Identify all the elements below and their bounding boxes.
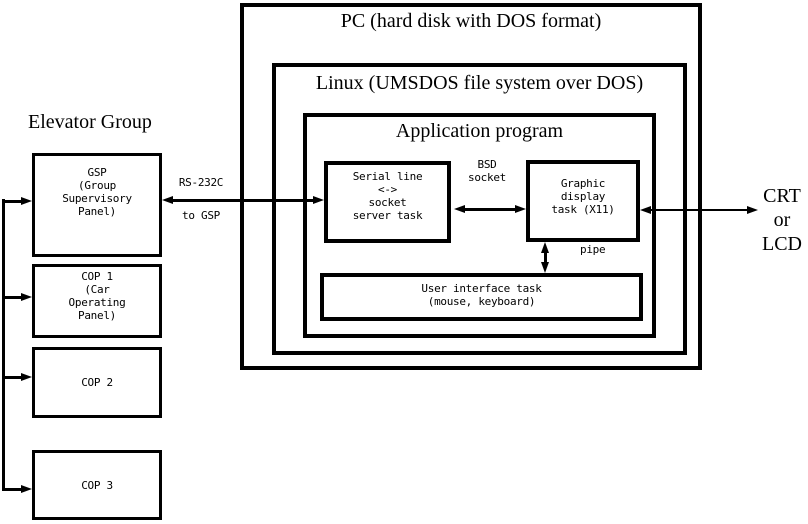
cop1-box: COP 1 (Car Operating Panel): [32, 264, 162, 338]
bus-branch-gsp-arrowhead-icon: [21, 197, 32, 205]
user-interface-task-label: User interface task (mouse, keyboard): [421, 281, 542, 308]
rs232c-label: RS-232C: [178, 176, 224, 189]
bus-branch-cop3-arrowhead-icon: [21, 485, 32, 493]
serial-socket-server-task-box: Serial line <-> socket server task: [324, 161, 451, 243]
bsd-socket-arrowhead-left-icon: [454, 205, 465, 213]
gsp-box: GSP (Group Supervisory Panel): [32, 153, 162, 257]
bus-branch-cop1-arrowhead-icon: [21, 293, 32, 301]
bus-branch-gsp-line: [2, 200, 23, 203]
user-interface-task-box: User interface task (mouse, keyboard): [320, 273, 643, 321]
application-program-title: Application program: [395, 120, 564, 142]
pipe-label: pipe: [580, 243, 606, 256]
display-arrowhead-right-icon: [747, 206, 758, 214]
pc-box-title: PC (hard disk with DOS format): [340, 10, 602, 32]
serial-socket-server-task-label: Serial line <-> socket server task: [352, 170, 423, 222]
bsd-socket-arrow-line: [460, 208, 518, 211]
bus-branch-cop3-line: [2, 488, 23, 491]
bsd-socket-label: BSD socket: [468, 158, 506, 184]
elevator-group-title: Elevator Group: [28, 111, 152, 133]
to-gsp-label: to GSP: [182, 209, 220, 222]
rs232c-arrowhead-right-icon: [313, 196, 324, 204]
gsp-label: GSP (Group Supervisory Panel): [62, 166, 132, 218]
display-arrow-line: [648, 209, 750, 211]
pipe-arrowhead-down-icon: [541, 262, 549, 273]
graphic-display-task-label: Graphic display task (X11): [551, 176, 615, 216]
rs232c-arrowhead-left-icon: [162, 196, 173, 204]
linux-box-title: Linux (UMSDOS file system over DOS): [315, 72, 644, 94]
pipe-arrowhead-up-icon: [541, 242, 549, 253]
cop2-label: COP 2: [81, 376, 113, 389]
elevator-bus-line: [2, 199, 5, 491]
bus-branch-cop2-arrowhead-icon: [21, 373, 32, 381]
bus-branch-cop1-line: [2, 296, 23, 299]
pipe-arrow-line: [544, 250, 547, 265]
crt-lcd-label: CRT or LCD: [762, 185, 802, 255]
cop2-box: COP 2: [32, 347, 162, 418]
rs232c-arrow-line: [168, 199, 318, 202]
cop3-box: COP 3: [32, 450, 162, 520]
graphic-display-task-box: Graphic display task (X11): [526, 160, 640, 242]
display-arrowhead-left-icon: [640, 206, 651, 214]
bus-branch-cop2-line: [2, 376, 23, 379]
cop3-label: COP 3: [81, 478, 113, 492]
cop1-label: COP 1 (Car Operating Panel): [68, 270, 126, 322]
bsd-socket-arrowhead-right-icon: [515, 205, 526, 213]
